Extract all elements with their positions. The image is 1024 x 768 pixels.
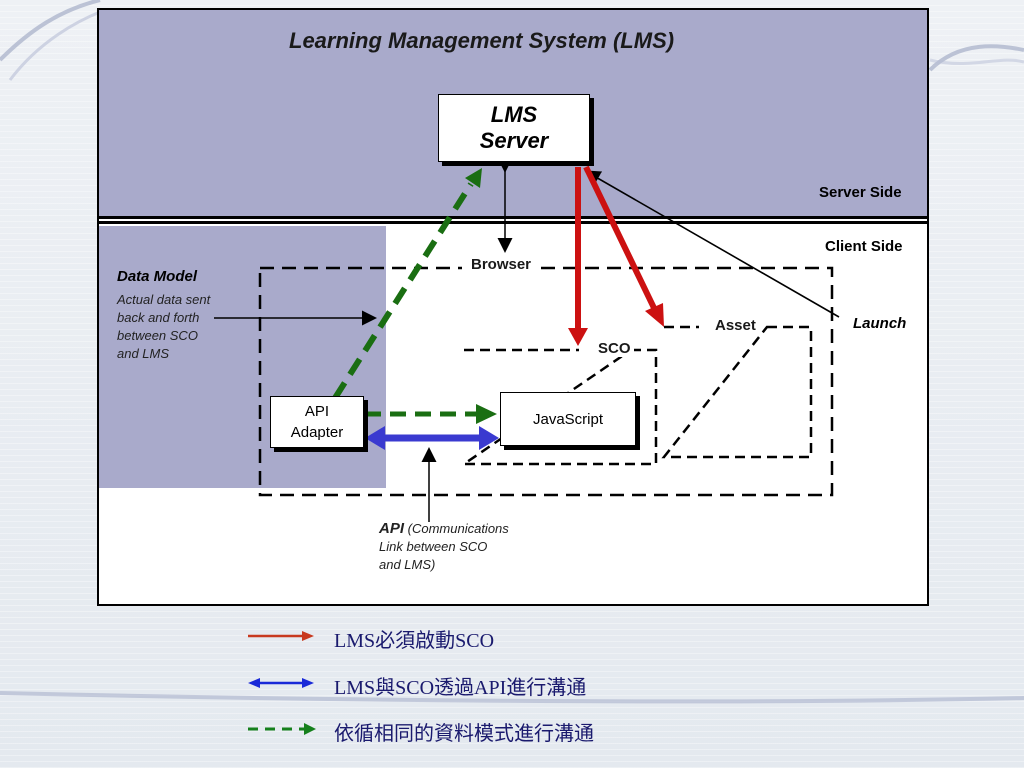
api-adapter-line-1: API <box>304 403 330 420</box>
data-model-title: Data Model <box>117 268 198 285</box>
server-client-divider-2 <box>99 221 927 224</box>
javascript-box: JavaScript <box>500 392 636 446</box>
sco-label: SCO <box>595 340 634 357</box>
data-model-desc-line: between SCO <box>117 328 198 343</box>
lms-server-line-1: LMS <box>490 102 538 127</box>
server-client-divider <box>99 216 927 219</box>
lms-server-box: LMS Server <box>438 94 590 162</box>
data-model-desc-line: Actual data sent <box>117 292 211 307</box>
asset-boundary <box>661 325 813 459</box>
api-label: API <box>379 520 405 537</box>
data-model-desc: Actual data sent back and forth between … <box>117 291 257 363</box>
legend-item-data-model: 依循相同的資料模式進行溝通 <box>334 723 594 745</box>
red-arrowhead-asset <box>645 303 664 327</box>
launch-label: Launch <box>853 315 907 332</box>
green-dashed-diagonal <box>332 182 474 400</box>
green-arrowhead-server <box>465 168 482 188</box>
legend-item-launch: LMS必須啟動SCO <box>334 630 495 652</box>
legend-blue-arrowhead-right <box>302 678 314 688</box>
api-desc: API (Communications Link between SCO and… <box>379 520 579 574</box>
diagram-title: Learning Management System (LMS) <box>289 28 675 53</box>
client-side-label: Client Side <box>825 238 903 255</box>
data-model-desc-line: and LMS <box>117 346 170 361</box>
api-desc-first-line: API (Communications <box>379 520 579 538</box>
green-arrowhead-js <box>476 404 497 424</box>
legend-item-api: LMS與SCO透過API進行溝通 <box>334 677 587 699</box>
legend-green-arrowhead <box>304 723 316 735</box>
legend-symbols <box>248 631 316 735</box>
blue-arrowhead-left <box>365 426 385 450</box>
blue-arrowhead-right <box>479 426 499 450</box>
data-model-desc-line: back and forth <box>117 310 200 325</box>
legend-blue-arrowhead-left <box>248 678 260 688</box>
lms-diagram: Learning Management System (LMS) Server … <box>97 8 929 606</box>
api-adapter-line-2: Adapter <box>290 424 344 441</box>
lms-server-line-2: Server <box>479 128 549 153</box>
asset-label: Asset <box>712 317 759 334</box>
browser-boundary <box>258 266 834 497</box>
red-arrowhead-sco <box>568 328 588 346</box>
sco-boundary <box>459 348 658 466</box>
launch-arrow <box>584 170 840 318</box>
browser-label: Browser <box>467 256 536 273</box>
api-desc-line: and LMS) <box>379 557 436 572</box>
api-desc-line: (Communications <box>407 521 509 536</box>
diagram-connectors <box>214 158 840 522</box>
api-adapter-box: API Adapter <box>270 396 364 448</box>
api-desc-line: Link between SCO <box>379 539 488 554</box>
legend-red-arrowhead <box>302 631 314 641</box>
red-launch-asset-line <box>583 165 657 310</box>
server-side-label: Server Side <box>819 184 902 201</box>
